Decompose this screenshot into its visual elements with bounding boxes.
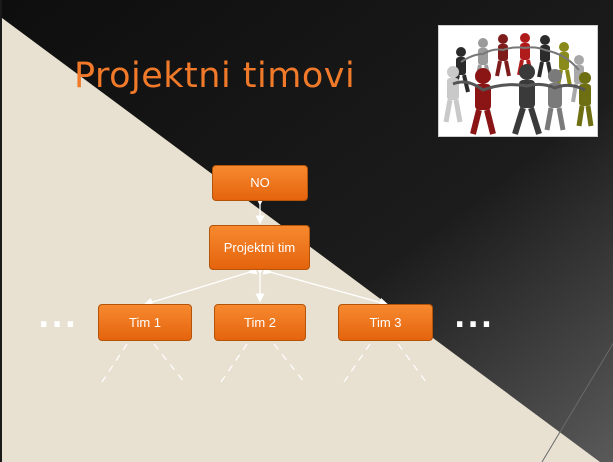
people-ring (443, 33, 594, 135)
node-no: NO (212, 165, 308, 201)
slide-title: Projektni timovi (74, 56, 356, 96)
people-circle-icon (443, 33, 594, 135)
ellipsis-right: ... (454, 300, 495, 335)
node-team-1: Tim 1 (98, 304, 192, 341)
connector-team-tim1 (143, 265, 258, 307)
connector-team-tim3 (262, 265, 389, 307)
node-team-2: Tim 2 (214, 304, 306, 341)
node-project-team: Projektni tim (209, 225, 310, 270)
people-circle-image (438, 25, 598, 137)
ellipsis-left: ... (38, 300, 79, 335)
node-team-3: Tim 3 (338, 304, 433, 341)
dashed-subbranches (101, 343, 427, 383)
